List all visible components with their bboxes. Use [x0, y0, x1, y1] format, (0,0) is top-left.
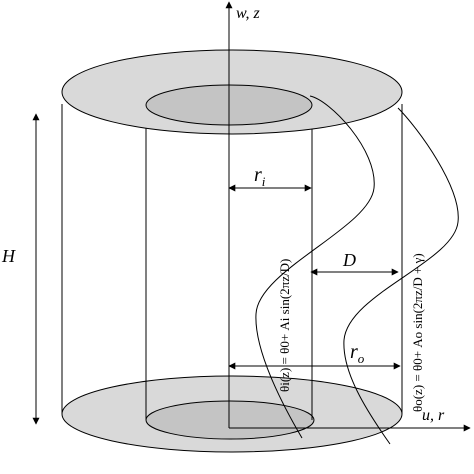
inner-angle-equation: θi(z) = θ0+ Ai sin(2πz/D)	[277, 259, 292, 392]
vertical-axis-label: w, z	[236, 5, 260, 22]
outer-angle-equation: θo(z) = θ0+ Ao sin(2πz/D + γ)	[410, 253, 425, 412]
height-label: H	[1, 246, 16, 266]
inner-radius-label: ri	[254, 164, 266, 189]
outer-radius-label: ro	[350, 341, 365, 366]
bottom-inner-hole	[145, 400, 315, 440]
inner-wave-curve	[255, 95, 375, 439]
horizontal-axis-label: u, r	[422, 407, 445, 424]
gap-label: D	[342, 250, 356, 270]
outer-wave-curve	[343, 107, 459, 445]
